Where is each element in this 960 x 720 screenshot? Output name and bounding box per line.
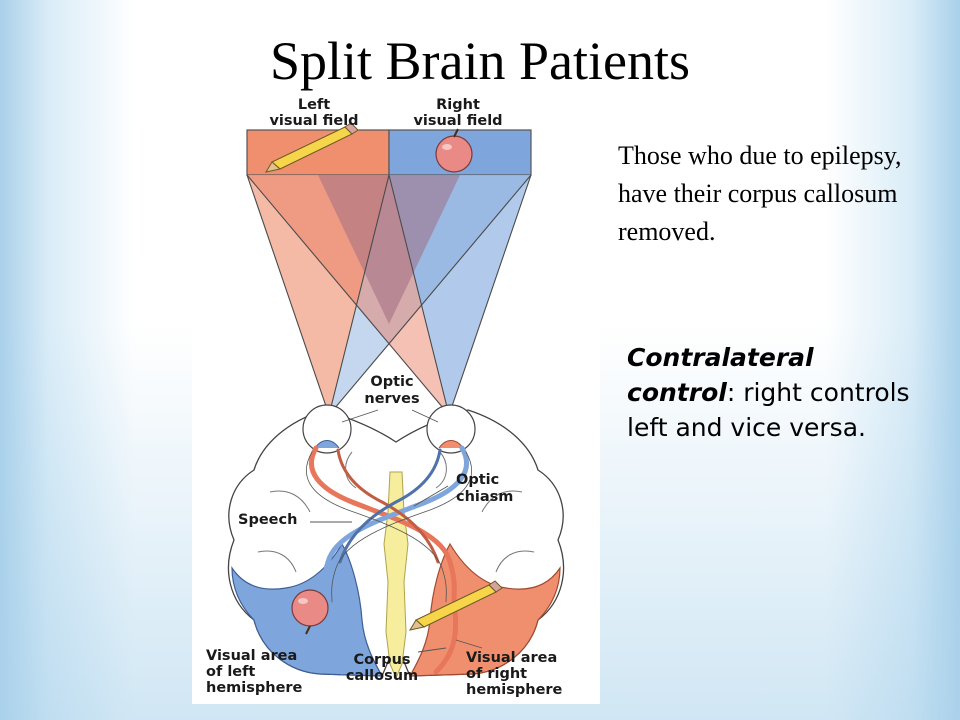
callout-term: Contralateral control [627,343,814,407]
label-leader-lines [310,409,483,653]
contralateral-callout: Contralateral control: right controls le… [627,340,927,445]
right-visual-field-label: Right [436,97,480,113]
corpus-callosum-label: callosum [346,668,418,684]
split-brain-diagram: Left visual field Right visual field Opt… [192,92,600,704]
callout-text: right controls left and vice versa. [627,378,910,442]
visual-area-left-label: hemisphere [206,680,303,696]
left-eye [302,404,352,454]
visual-area-right-label: hemisphere [466,682,563,698]
right-eye [426,404,476,454]
visual-area-right-label: of right [466,666,527,682]
visual-area-right-label: Visual area [466,650,557,666]
optic-chiasm-label: chiasm [456,489,513,505]
apple-icon [435,128,473,173]
beam-edge-lines [246,174,532,416]
optic-chiasm-label: Optic [456,472,499,488]
optic-nerves-label: nerves [364,391,419,407]
pencil-icon [408,580,503,631]
callout-separator: : [726,378,736,407]
visual-area-left-label: of left [206,664,255,680]
visual-area-left-label: Visual area [206,648,297,664]
slide-title: Split Brain Patients [269,31,690,91]
right-visual-field-label: visual field [413,113,502,129]
left-visual-field-label: Left [298,97,330,113]
optic-pathways [306,445,472,675]
body-text: Those who due to epilepsy, have their co… [618,141,902,246]
apple-icon [291,589,329,635]
beam-overlap [318,175,460,324]
pencil-icon [264,122,359,173]
left-visual-field-label: visual field [269,113,358,129]
corpus-callosum-label: Corpus [353,652,410,668]
optic-nerves-label: Optic [370,374,413,390]
speech-label: Speech [238,512,297,528]
